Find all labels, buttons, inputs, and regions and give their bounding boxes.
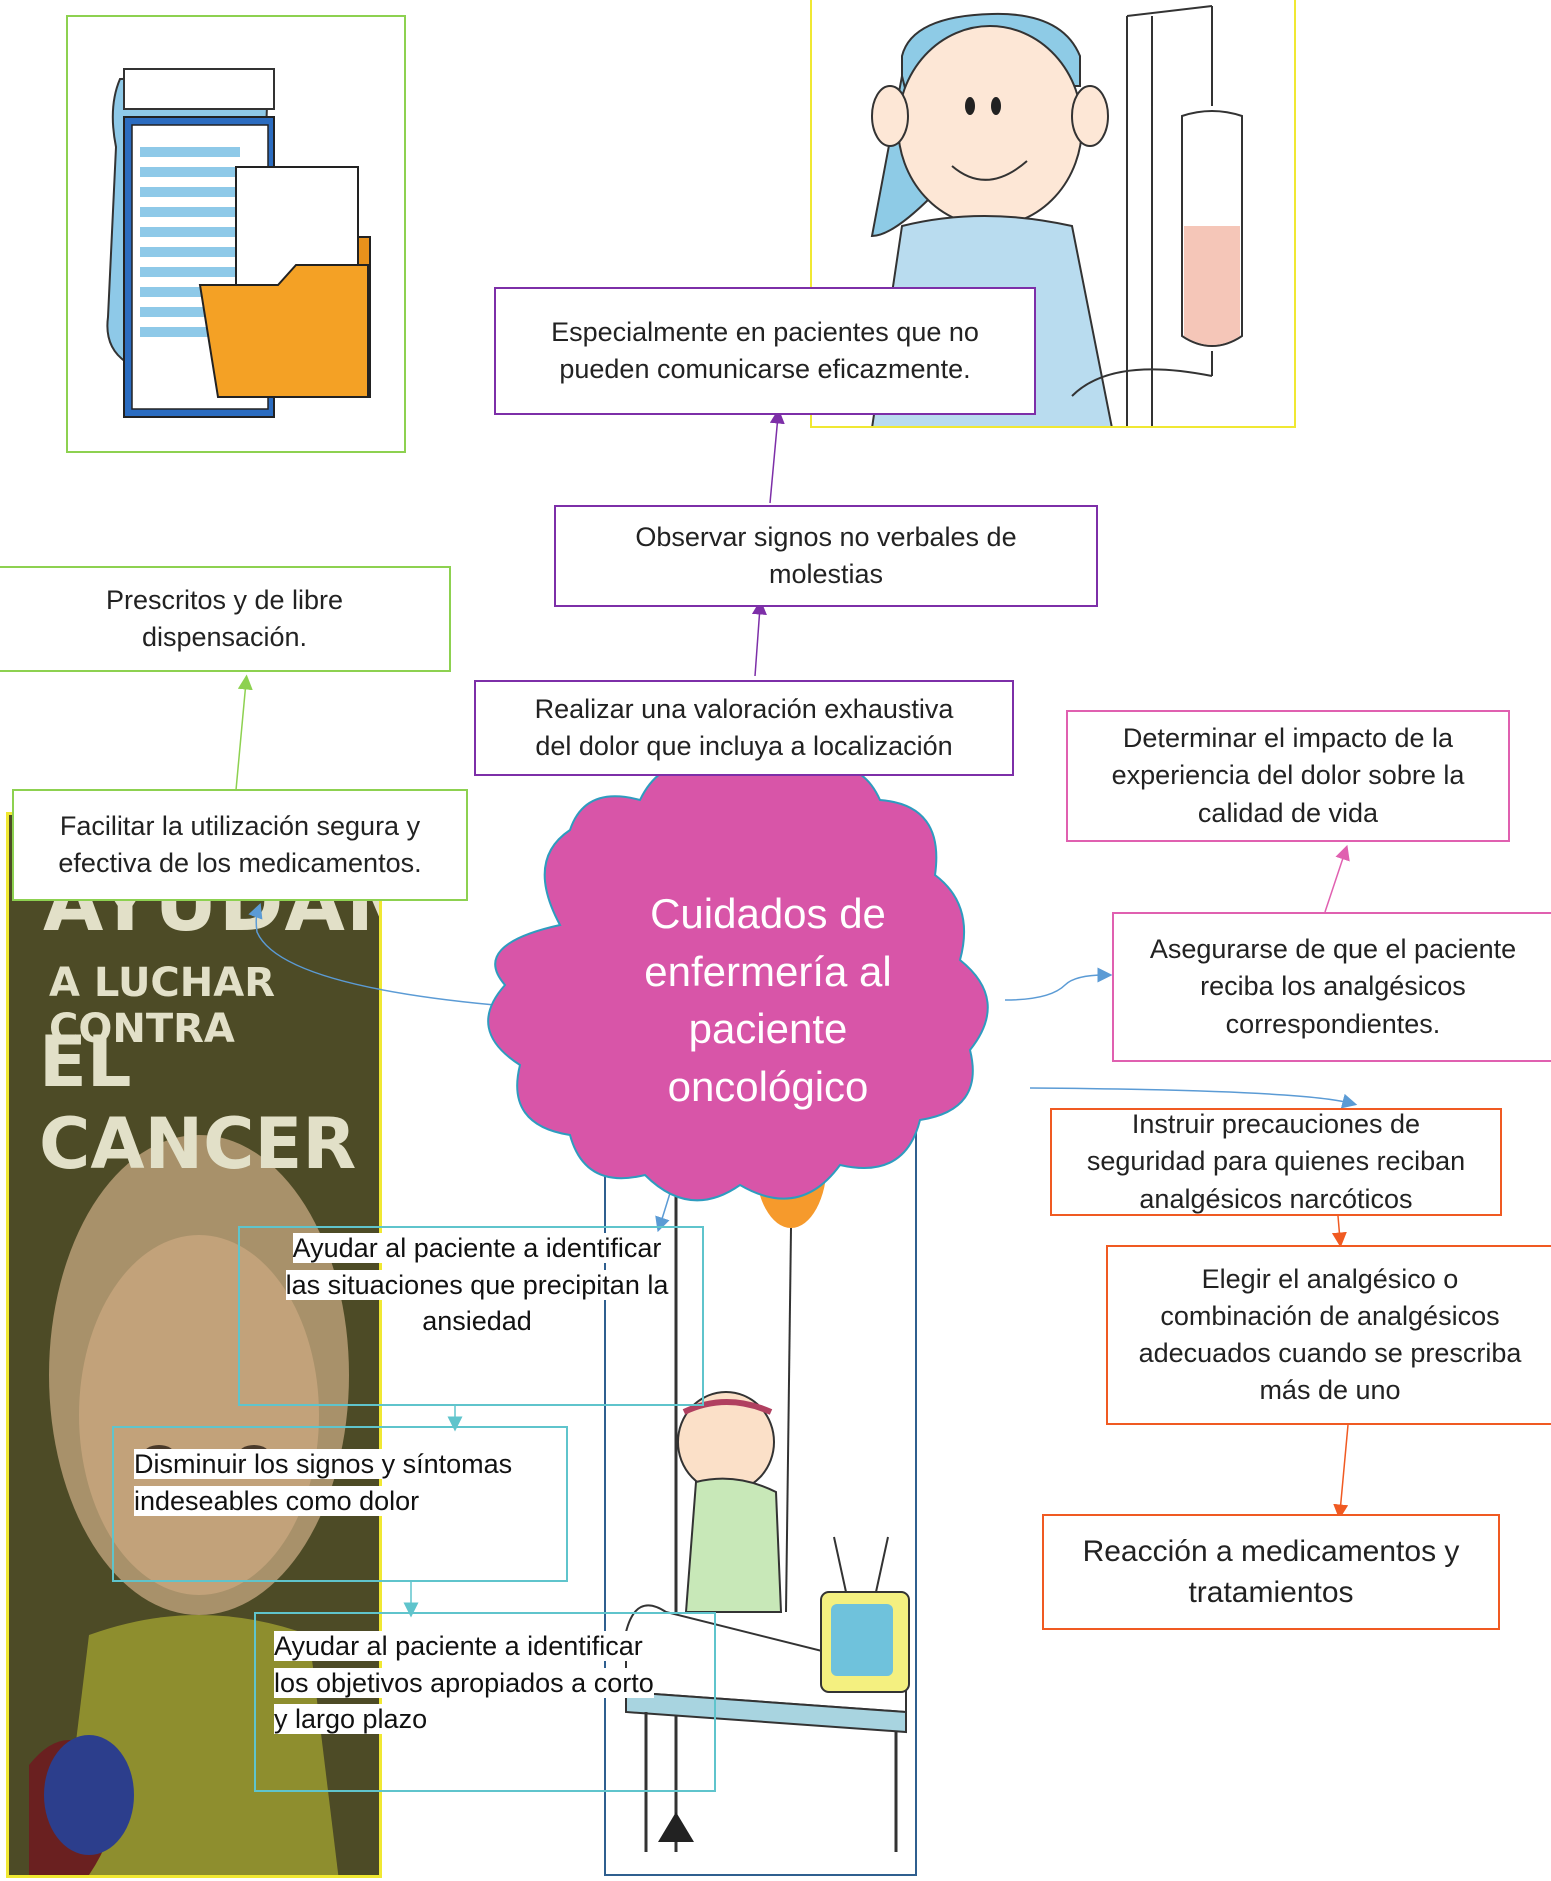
node-ayudar2-text: Ayudar al paciente a identificar los obj… (274, 1631, 654, 1735)
arrow-center-to-realizar (743, 772, 759, 871)
node-disminuir-text: Disminuir los signos y síntomas indeseab… (134, 1449, 513, 1516)
folder-icon (106, 68, 371, 418)
documents-image-frame (66, 15, 406, 453)
poster-illustration (9, 815, 379, 1875)
node-ayudar2 (254, 1612, 716, 1792)
arrow-realizar-to-observar (751, 599, 767, 677)
poster-title-line2: A LUCHAR CONTRA (49, 960, 276, 1052)
center-topic: Cuidados de enfermería al paciente oncol… (644, 890, 892, 1110)
arrow-facilitar-to-prescritos (235, 674, 253, 791)
arrow-instruir-to-elegir (1331, 1215, 1347, 1248)
node-ayudar1 (238, 1226, 704, 1406)
node-disminuir (112, 1426, 568, 1582)
node-ayudar1-text: Ayudar al paciente a identificar las sit… (285, 1233, 669, 1337)
poster-image-frame: AYUDAME A LUCHAR CONTRA EL CANCER (6, 812, 382, 1878)
poster-title-line3: EL CANCER (39, 1021, 357, 1185)
arrow-elegir-to-reaccion (1333, 1424, 1349, 1520)
arrow-center-to-instruir (1029, 1087, 1358, 1109)
arrow-center-to-asegurarse (1004, 967, 1113, 1001)
arrow-observar-to-especialmente (769, 408, 785, 504)
arrow-asegurarse-to-determinar (1324, 844, 1350, 913)
